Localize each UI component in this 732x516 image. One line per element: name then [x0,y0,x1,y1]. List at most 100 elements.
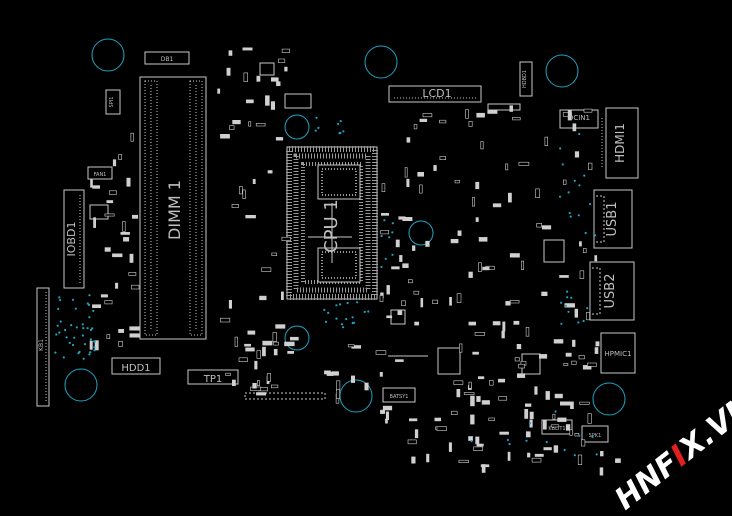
smd-pad [434,417,441,422]
smd-pad [574,308,579,318]
smd-pad [488,417,495,422]
usb1-label: USB1 [605,202,620,237]
via [339,131,342,134]
smd-pad [499,431,509,435]
via [54,351,57,354]
via [567,310,570,313]
smd-pad [411,456,416,464]
via [577,214,580,217]
smd-pad [262,340,273,346]
via [573,454,576,457]
dimm-socket [139,76,207,340]
cpu-package [286,146,378,300]
batsy-label: BATSY1 [390,394,409,400]
smd-pad [130,132,134,142]
smd-pad [559,275,569,278]
via [380,234,383,238]
smd-pad [477,376,485,380]
smd-pad [414,321,420,326]
hdmi-label: HDMI1 [613,123,627,163]
smd-pad [505,163,509,171]
smd-pad [471,197,475,207]
smd-pad [380,230,390,235]
db-connector [144,51,190,65]
smd-pad [408,418,418,422]
via [560,322,563,325]
via [561,163,564,166]
smd-pad [379,371,383,377]
via [345,318,348,321]
smd-pad [534,453,544,457]
via [327,311,330,314]
via [314,129,317,132]
smd-pad [550,424,560,428]
kb-connector [36,287,50,407]
smd-pad [583,108,593,113]
smd-pad [570,401,574,409]
smd-pad [472,351,479,355]
smd-pad [525,327,530,337]
smd-pad [217,88,221,94]
via [570,296,573,299]
via [564,304,568,307]
smd-pad [281,48,291,53]
via [87,303,91,306]
smd-pad [594,347,599,354]
smd-pad [380,213,389,216]
via [384,257,387,260]
smd-pad [502,321,506,332]
smd-pad [509,105,513,112]
via [339,303,342,306]
via [352,321,356,324]
smd-pad [129,326,140,331]
via [591,435,594,439]
smd-pad [106,334,111,339]
via [88,353,91,356]
smd-pad [417,172,425,177]
smd-pad [529,411,534,420]
db-label: DB1 [161,56,174,63]
smd-pad [565,352,572,357]
smd-pad [118,154,123,160]
smd-pad [571,360,577,365]
smd-pad [595,341,600,347]
smd-pad [480,141,484,150]
smd-pad [578,355,585,360]
usb2-label: USB2 [603,274,618,309]
smd-pad [92,304,102,309]
smd-pad [112,253,123,258]
smd-pad [474,332,485,336]
smd-pad [419,184,423,194]
via [68,341,71,344]
smd-pad [398,216,406,220]
smd-pad [131,284,140,290]
mounting-hole [364,45,398,79]
via [323,308,326,311]
smd-pad [582,365,592,370]
via [566,290,569,293]
via [56,324,59,327]
misc-components [89,62,565,400]
smd-pad [89,340,93,350]
hpmic-jack [600,332,636,374]
via [342,130,345,133]
smd-pad [395,359,404,362]
smd-pad [572,339,576,347]
smd-pad [516,343,522,350]
smd-pad [244,343,251,347]
smd-pad [252,179,256,185]
smd-pad [401,300,406,306]
smd-pad [514,357,520,362]
smd-pad [380,409,385,414]
smd-pad [477,262,482,272]
smd-pad [536,223,543,228]
smd-pad [468,321,476,326]
smd-pad [247,330,256,335]
smd-pad [543,447,552,451]
smd-pad [104,247,111,252]
smd-pad [225,372,231,376]
smd-pad [231,204,239,208]
smd-pad [413,290,420,295]
via [567,191,570,194]
smd-pad [450,239,459,244]
